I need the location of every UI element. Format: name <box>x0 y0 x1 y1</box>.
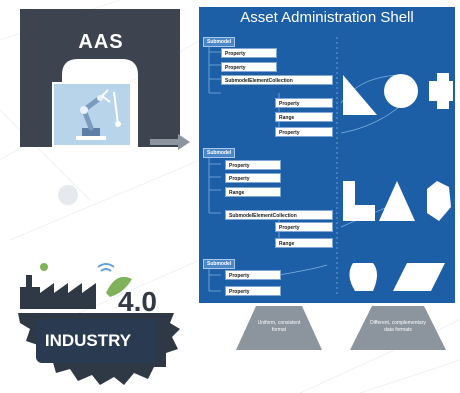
property-box: Property <box>225 270 281 280</box>
robot-arm-icon <box>76 89 121 140</box>
property-box: Property <box>225 173 281 183</box>
shapes-row-2 <box>343 181 451 221</box>
cross-shape <box>429 73 453 109</box>
collection-box: SubmodelElementCollection <box>221 75 333 85</box>
property-box: Property <box>275 127 333 137</box>
industry-version-number: 4.0 <box>118 286 157 317</box>
l-shape <box>343 181 375 221</box>
range-box: Range <box>275 112 333 122</box>
submodel-tag: Submodel <box>203 37 236 47</box>
asset-robot-card <box>52 82 132 147</box>
property-box: Property <box>221 48 277 58</box>
shapes-row-3 <box>349 263 445 291</box>
hexagon-shape <box>427 181 451 221</box>
triangle-shape <box>379 181 415 221</box>
caption-left-line1: Uniform, consistent <box>257 320 301 326</box>
different-formats-trapezoid <box>350 306 446 350</box>
property-box: Property <box>275 98 333 108</box>
submodel-tag: Submodel <box>203 259 236 269</box>
industry-label: INDUSTRY <box>44 331 132 350</box>
caption-right-line2: data formats <box>384 327 412 333</box>
property-box: Property <box>225 286 281 296</box>
leaf-icon <box>106 276 132 297</box>
parallelogram-shape <box>393 263 445 291</box>
circle-shape <box>384 74 418 108</box>
rounded-shape <box>349 263 377 291</box>
collection-box: SubmodelElementCollection <box>225 210 333 220</box>
asset-administration-shell-panel: Asset Administration Shell Submodel Prop… <box>199 7 455 303</box>
aas-label: AAS <box>78 31 124 53</box>
shell-title: Asset Administration Shell <box>240 9 414 26</box>
property-box: Property <box>275 222 333 232</box>
triangle-shape <box>343 75 377 115</box>
uniform-format-trapezoid <box>236 306 322 350</box>
caption-right: Different, complementary data formats <box>356 320 440 334</box>
wifi-icon <box>97 263 115 272</box>
industry-gear-emblem <box>18 263 180 385</box>
property-box: Property <box>221 62 277 72</box>
range-box: Range <box>225 187 281 197</box>
property-box: Property <box>225 160 281 170</box>
caption-right-line1: Different, complementary <box>370 320 426 326</box>
shapes-row-1 <box>343 73 453 115</box>
caption-left-line2: format <box>271 327 287 333</box>
arrow-right-icon <box>150 134 190 150</box>
range-box: Range <box>275 238 333 248</box>
caption-left: Uniform, consistent format <box>246 320 312 334</box>
submodel-tag: Submodel <box>203 148 236 158</box>
